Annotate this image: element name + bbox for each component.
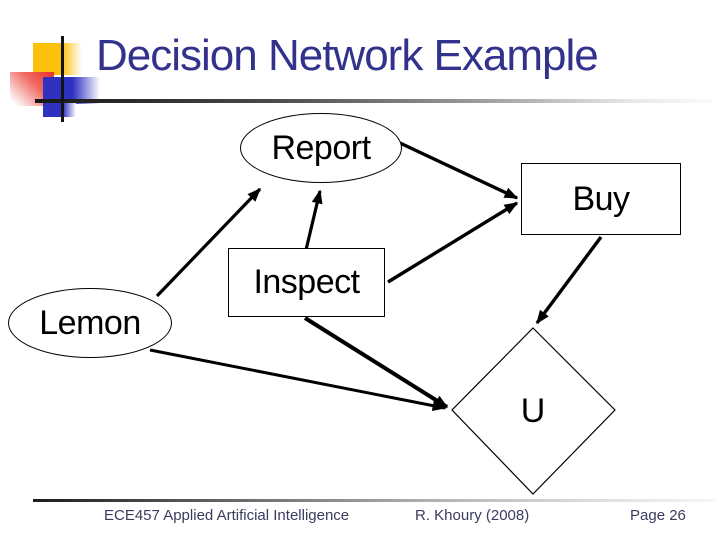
logo-yellow-square bbox=[33, 43, 82, 75]
footer-course: ECE457 Applied Artificial Intelligence bbox=[104, 507, 350, 524]
edge-inspect-to-buy bbox=[387, 201, 519, 284]
node-buy-label: Buy bbox=[572, 179, 630, 218]
edge-buy-to-utility bbox=[535, 235, 603, 325]
footer-rule bbox=[33, 499, 715, 502]
edge-inspect-to-report bbox=[304, 189, 323, 251]
title-underline-rule bbox=[35, 99, 712, 103]
edge-lemon-to-utility bbox=[149, 348, 447, 412]
node-utility: U bbox=[493, 391, 573, 431]
logo-vertical-line bbox=[61, 36, 64, 122]
node-lemon: Lemon bbox=[8, 288, 172, 358]
edge-report-to-buy bbox=[399, 141, 519, 200]
node-buy: Buy bbox=[521, 163, 681, 235]
footer-author: R. Khoury (2008) bbox=[415, 507, 530, 524]
logo-blue-square-tab bbox=[43, 103, 76, 117]
utility-diamond-shape bbox=[451, 327, 616, 495]
edge-inspect-to-utility bbox=[303, 316, 449, 409]
slide-title: Decision Network Example bbox=[96, 31, 599, 80]
node-inspect: Inspect bbox=[228, 248, 385, 317]
edge-lemon-to-report bbox=[155, 187, 262, 298]
node-inspect-label: Inspect bbox=[253, 263, 360, 301]
node-lemon-label: Lemon bbox=[39, 303, 141, 342]
node-report: Report bbox=[240, 113, 402, 183]
node-utility-label: U bbox=[520, 391, 546, 430]
node-report-label: Report bbox=[271, 128, 371, 167]
footer-page-number: Page 26 bbox=[630, 507, 686, 524]
